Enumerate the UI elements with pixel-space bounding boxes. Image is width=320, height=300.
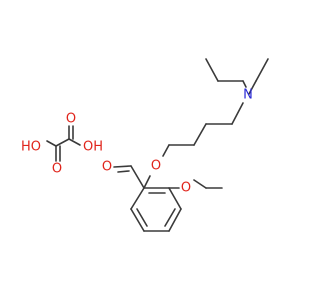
ring-bond-3 [168, 208, 182, 232]
ring-double-2 [164, 208, 176, 227]
ether-oxygen-atom: O [151, 159, 161, 174]
chemical-structure-diagram: N O O O HO OH O O [21, 58, 269, 232]
ring-bond-2 [168, 187, 182, 210]
bond-methoxy-o-ch3 [193, 179, 207, 189]
oxalic-ho-left: HO [21, 140, 41, 155]
bond-ethyl1-n [242, 80, 247, 88]
oxalic-oh-right: OH [83, 140, 103, 155]
ring-bond-5 [130, 208, 145, 232]
bond-aldehyde-c-o [113, 165, 132, 168]
bond-n-ch2 [231, 102, 244, 125]
ring-double-3 [136, 208, 148, 227]
bond-ethyl1-ch3 [205, 58, 219, 82]
nitrogen-atom: N [243, 88, 253, 103]
oxalic-o-bottom: O [52, 162, 62, 177]
benzene-ring [130, 187, 182, 232]
bond-o-ring [143, 175, 151, 189]
methoxy-oxygen-atom: O [181, 181, 191, 196]
benzaldehyde-molecule: N O O O [102, 58, 269, 232]
bond-propyl-2 [193, 123, 207, 146]
oxalic-left-c-oh [46, 140, 57, 147]
oxalic-c-c [55, 138, 70, 147]
bond-ethyl2-ch3 [255, 58, 269, 82]
bond-ethyl2-ch2 [248, 80, 257, 95]
bond-aldehyde-c-o-double [117, 170, 130, 173]
oxalic-right-c-oh [68, 138, 81, 146]
oxalic-o-top: O [66, 112, 76, 127]
aldehyde-oxygen-atom: O [102, 160, 112, 175]
oxalic-acid-molecule: HO OH O O [21, 112, 103, 177]
bond-propyl-o [162, 144, 170, 157]
ring-bond-6 [130, 187, 145, 210]
bond-ring-aldehyde-c [130, 165, 145, 189]
